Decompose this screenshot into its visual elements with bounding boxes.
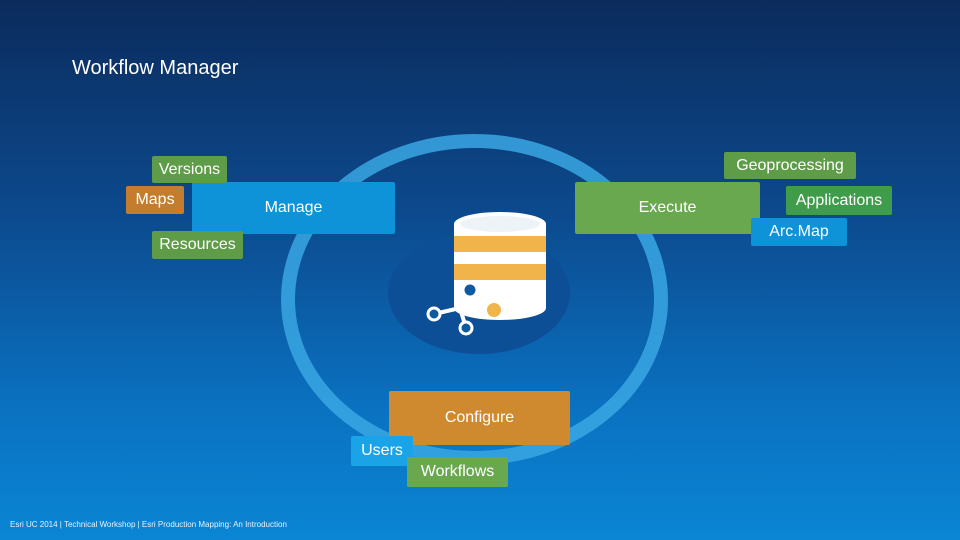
versions-tag: Versions [152,156,227,183]
arcmap-label: Arc.Map [769,223,829,240]
slide-footer: Esri UC 2014 | Technical Workshop | Esri… [10,520,287,529]
geoprocessing-tag: Geoprocessing [724,152,856,179]
execute-node: Execute [575,182,760,234]
execute-label: Execute [638,199,697,216]
applications-label: Applications [795,191,883,209]
slide-title: Workflow Manager [72,57,239,79]
users-label: Users [361,442,403,459]
maps-tag: Maps [126,186,184,214]
geoprocessing-label: Geoprocessing [736,156,844,174]
database-workflow-icon [426,212,546,336]
resources-tag: Resources [152,231,243,259]
configure-label: Configure [444,409,515,426]
workflows-label: Workflows [420,463,495,480]
arcmap-tag: Arc.Map [751,218,847,246]
manage-node: Manage [192,182,395,234]
maps-label: Maps [135,191,175,208]
manage-label: Manage [264,199,323,216]
users-tag: Users [351,436,413,466]
versions-label: Versions [158,160,221,178]
workflows-tag: Workflows [407,457,508,487]
applications-tag: Applications [786,186,892,215]
configure-node: Configure [389,391,570,445]
resources-label: Resources [159,236,236,253]
